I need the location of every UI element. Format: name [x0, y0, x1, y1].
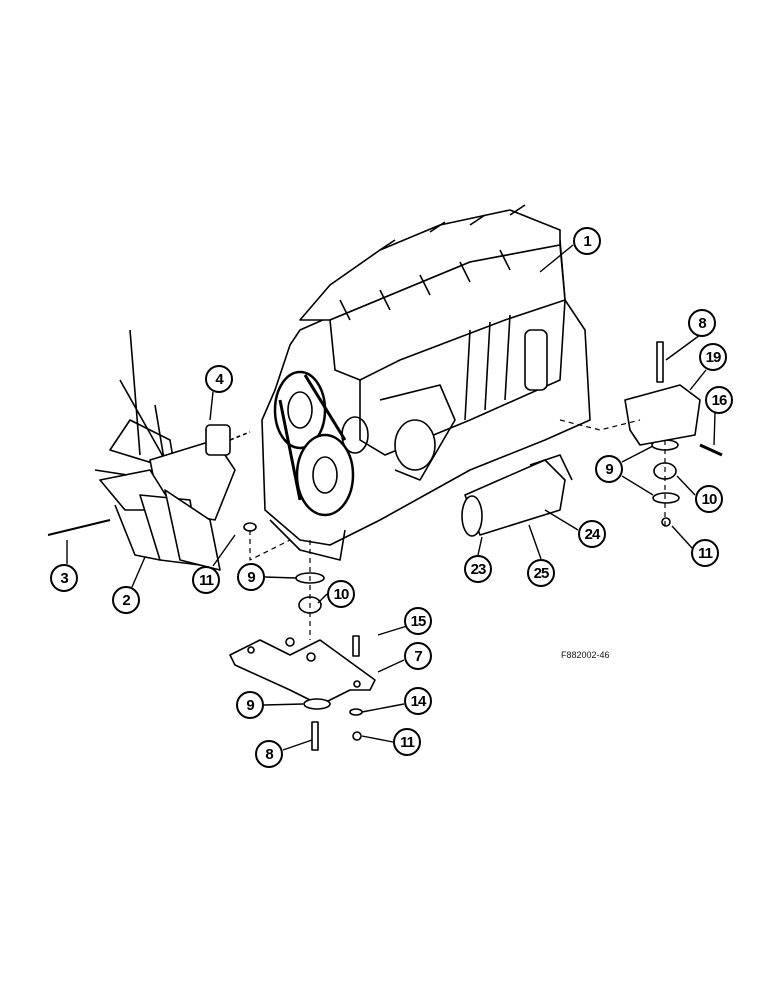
callout-2: 2 [112, 586, 140, 614]
callout-4: 4 [205, 365, 233, 393]
callout-9-front-lower: 9 [236, 691, 264, 719]
rear-mount-bracket [624, 341, 723, 457]
alignment-lines [249, 419, 666, 640]
fan [94, 329, 236, 571]
callout-23: 23 [464, 555, 492, 583]
starter-motor [461, 454, 573, 537]
engine-block [261, 204, 591, 561]
callout-19: 19 [699, 343, 727, 371]
callout-9-front-upper: 9 [237, 563, 265, 591]
callout-10-front: 10 [327, 580, 355, 608]
callout-11-front-upper: 11 [192, 566, 220, 594]
callout-8-rear: 8 [688, 309, 716, 337]
fan-spacer [205, 424, 251, 456]
callout-15: 15 [404, 607, 432, 635]
callout-3: 3 [50, 564, 78, 592]
callout-25: 25 [527, 559, 555, 587]
callout-24: 24 [578, 520, 606, 548]
front-mount-plate [229, 637, 376, 706]
callout-11-rear: 11 [691, 539, 719, 567]
callout-10-rear: 10 [695, 485, 723, 513]
callout-16: 16 [705, 386, 733, 414]
callout-7: 7 [404, 642, 432, 670]
leader-lines [66, 244, 716, 751]
callout-14: 14 [404, 687, 432, 715]
callout-9-rear: 9 [595, 455, 623, 483]
callout-8-front: 8 [255, 740, 283, 768]
figure-id: F882002-46 [561, 650, 610, 660]
callout-1: 1 [573, 227, 601, 255]
callout-11-front-lower: 11 [393, 728, 421, 756]
